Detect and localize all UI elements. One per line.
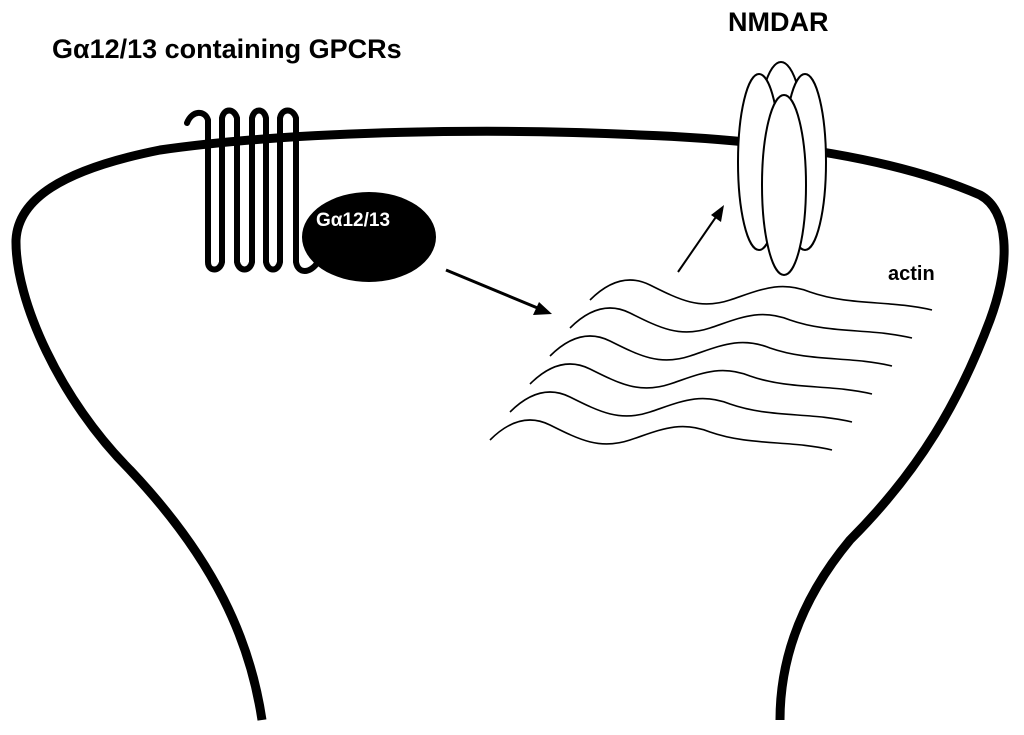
g-protein-ellipse bbox=[302, 192, 436, 282]
actin-filament-4 bbox=[529, 363, 873, 395]
actin-filament-1 bbox=[589, 279, 933, 311]
actin-filaments bbox=[489, 279, 933, 451]
actin-label: actin bbox=[888, 263, 935, 285]
cell-membrane bbox=[11, 126, 1009, 721]
g-protein-label: Gα12/13 bbox=[316, 210, 390, 231]
nmdar-label: NMDAR bbox=[728, 7, 829, 37]
gpcr-title-label: Gα12/13 containing GPCRs bbox=[52, 34, 402, 64]
signal-arrow-to-nmdar-head bbox=[711, 205, 724, 222]
signal-arrow-to-nmdar bbox=[677, 213, 719, 273]
nmdar-subunit-front bbox=[761, 94, 807, 276]
actin-filament-6 bbox=[489, 419, 833, 451]
nmdar-receptor-icon bbox=[737, 61, 827, 276]
gpcr-receptor-icon bbox=[184, 107, 321, 274]
actin-filament-2 bbox=[569, 307, 913, 339]
actin-filament-3 bbox=[549, 335, 893, 367]
signal-arrow-to-actin bbox=[445, 268, 541, 311]
signal-arrow-to-actin-head bbox=[533, 302, 552, 315]
actin-filament-5 bbox=[509, 391, 853, 423]
